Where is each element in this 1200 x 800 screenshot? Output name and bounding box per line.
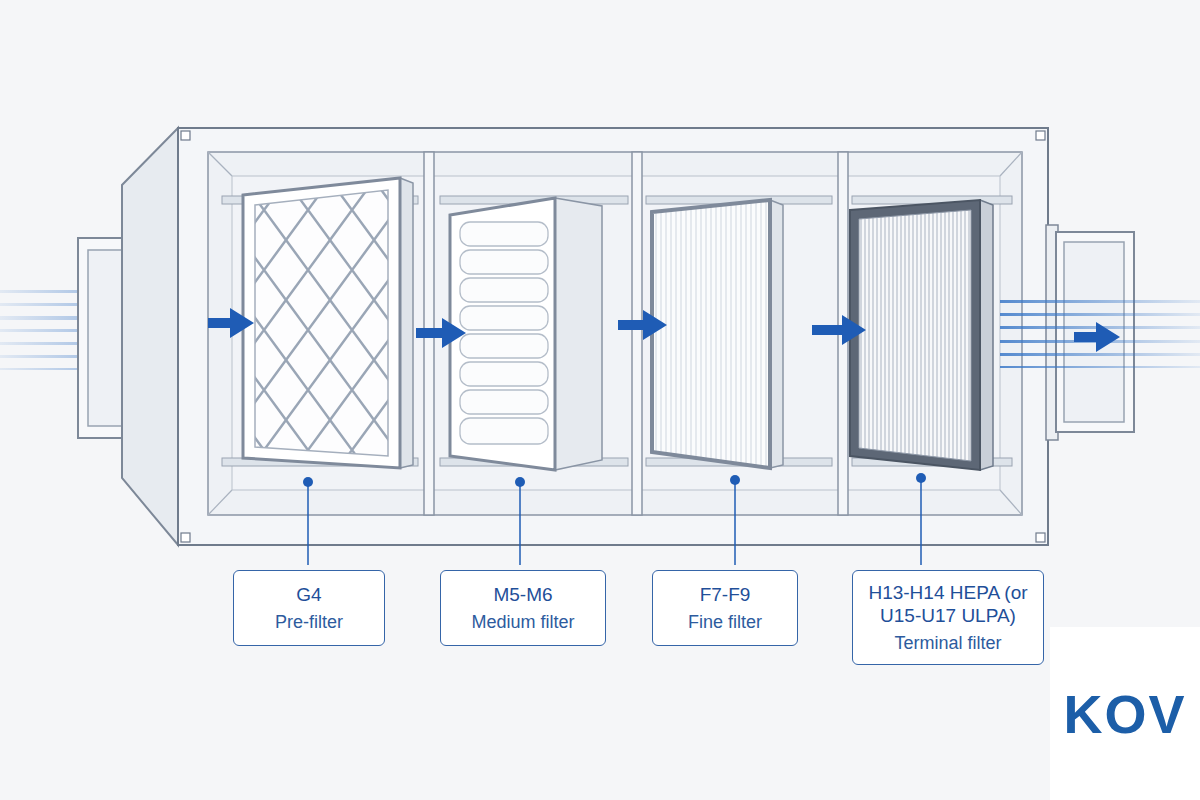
filter-pocket [460, 306, 548, 330]
flow-arrow [812, 315, 866, 345]
duct-opening [1064, 242, 1124, 422]
filter-depth [555, 198, 602, 470]
leader-line [920, 478, 922, 565]
flow-arrow [618, 310, 667, 340]
filter-label-box: G4Pre-filter [233, 570, 385, 646]
housing-side [122, 128, 178, 545]
filter-role: Terminal filter [894, 632, 1001, 654]
filter-grade: H13-H14 HEPA (or U15-U17 ULPA) [861, 581, 1035, 627]
flow-arrow [208, 308, 254, 338]
filter-pocket [460, 222, 548, 246]
filter-depth [980, 200, 993, 470]
filter-grade: G4 [296, 583, 321, 606]
filter-role: Medium filter [471, 611, 574, 633]
filter-frame [652, 200, 770, 468]
filter-label-box: F7-F9Fine filter [652, 570, 798, 646]
leader-line [519, 482, 521, 565]
filter-pocket [460, 250, 548, 274]
flow-arrows [208, 308, 1120, 352]
pre-filter-panel [243, 178, 413, 468]
filter-grade: F7-F9 [700, 583, 751, 606]
filter-pocket [460, 334, 548, 358]
flow-line [1000, 353, 1200, 356]
hepa-filter-panel [850, 200, 993, 470]
filter-label-box: H13-H14 HEPA (or U15-U17 ULPA) Terminal f… [852, 570, 1044, 665]
leader-line [734, 480, 736, 565]
filter-label-box: M5-M6Medium filter [440, 570, 606, 646]
filter-grade: M5-M6 [493, 583, 552, 606]
duct-body [1056, 232, 1134, 432]
divider-post [632, 152, 642, 515]
filter-frame [243, 178, 400, 468]
leader-lines [303, 473, 926, 565]
housing-frame [178, 128, 1048, 545]
leader-line [307, 482, 309, 565]
filter-pocket [460, 362, 548, 386]
outlet-duct [1046, 225, 1134, 440]
filter-role: Pre-filter [275, 611, 343, 633]
filter-media [859, 210, 971, 461]
perspective-line [208, 152, 232, 176]
filter-media [255, 190, 388, 456]
perspective-line [1000, 490, 1022, 515]
housing-interior [208, 152, 1022, 515]
corner-bolt [181, 533, 190, 542]
flow-arrow [416, 318, 466, 348]
filter-pocket [460, 278, 548, 302]
perspective-line [208, 490, 232, 515]
bag-filter-panel [450, 198, 602, 470]
filter-role: Fine filter [688, 611, 762, 633]
flow-line [1000, 313, 1200, 316]
logo-panel: KOV [1050, 627, 1200, 800]
leader-dot [730, 475, 740, 485]
flow-line [1000, 366, 1200, 368]
brand-logo: KOV [1063, 683, 1186, 745]
filter-frame [850, 200, 980, 470]
perspective-line [1000, 152, 1022, 176]
leader-dot [916, 473, 926, 483]
flow-arrow [1074, 322, 1120, 352]
leader-dot [303, 477, 313, 487]
corner-bolt [1036, 131, 1045, 140]
outlet-airflow [1000, 300, 1200, 368]
corner-bolt [1036, 533, 1045, 542]
filter-pocket [460, 390, 548, 414]
housing [122, 128, 1048, 545]
fine-filter-panel [652, 200, 783, 468]
flow-line [1000, 300, 1200, 303]
back-wall [232, 176, 1000, 490]
filter-pocket [460, 418, 548, 444]
filter-frame [450, 198, 555, 470]
filter-depth [400, 178, 413, 468]
corner-bolt [181, 131, 190, 140]
leader-dot [515, 477, 525, 487]
